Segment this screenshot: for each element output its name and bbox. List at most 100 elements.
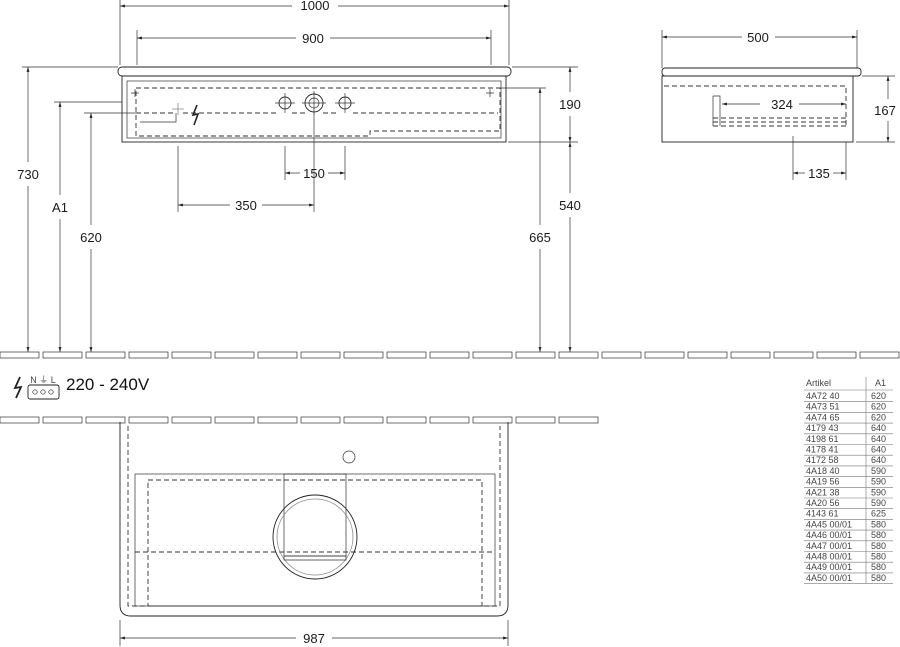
table-cell-a1: 640 (871, 445, 886, 455)
dim-drawer-height: 190 (559, 97, 581, 112)
dim-135: 135 (808, 166, 830, 181)
dim-324: 324 (771, 97, 793, 112)
table-cell-a1: 625 (871, 509, 886, 519)
floor-tile (472, 351, 513, 359)
table-cell-artikel: 4A46 00/01 (806, 530, 852, 540)
floor-tile (558, 416, 599, 424)
floor-tile (429, 351, 470, 359)
side-body (661, 75, 854, 143)
floor-tile (257, 351, 298, 359)
floor-tile (859, 351, 900, 359)
table-cell-artikel: 4A50 00/01 (806, 573, 852, 583)
table-header-a1: A1 (875, 378, 886, 388)
dim-620: 620 (80, 230, 102, 245)
floor-tile (515, 351, 556, 359)
floor-tile (644, 351, 685, 359)
table-cell-artikel: 4A21 38 (806, 487, 840, 497)
table-cell-a1: 580 (871, 530, 886, 540)
outlet-center-icon (302, 91, 326, 115)
floor-tile (300, 416, 341, 424)
table-cell-a1: 620 (871, 391, 886, 401)
floor-tile (472, 416, 513, 424)
floor-tile (128, 351, 169, 359)
table-cell-a1: 580 (871, 541, 886, 551)
dim-total-height: 730 (17, 167, 39, 182)
table-cell-artikel: 4A48 00/01 (806, 552, 852, 562)
floor-tile (0, 416, 40, 424)
table-cell-a1: 620 (871, 402, 886, 412)
countertop (117, 66, 512, 77)
floor-tiles-lower (0, 416, 599, 424)
dim-665: 665 (529, 230, 551, 245)
floor-tile (214, 416, 255, 424)
floor-tile (558, 351, 599, 359)
floor-tile (171, 351, 212, 359)
table-cell-a1: 640 (871, 423, 886, 433)
outlet-left-icon (275, 93, 295, 113)
lightning-icon (13, 376, 23, 399)
floor-tile (300, 351, 341, 359)
floor-tile (257, 416, 298, 424)
table-cell-a1: 580 (871, 552, 886, 562)
table-cell-a1: 580 (871, 562, 886, 572)
table-cell-a1: 640 (871, 455, 886, 465)
outlet-right-icon (335, 93, 355, 113)
floor-tile (386, 416, 427, 424)
tap-hole-icon (342, 450, 356, 464)
floor-tile (85, 416, 126, 424)
table-cell-artikel: 4178 41 (806, 445, 839, 455)
dim-inner-width: 900 (302, 31, 324, 46)
floor-tile (42, 351, 83, 359)
top-outline (119, 422, 509, 617)
power-symbol-icon (191, 104, 200, 126)
side-countertop (661, 67, 862, 77)
floor-tile (515, 416, 556, 424)
table-cell-a1: 590 (871, 487, 886, 497)
floor-tile (773, 351, 814, 359)
table-cell-artikel: 4A18 40 (806, 466, 840, 476)
floor-tile (171, 416, 212, 424)
voltage-label: 220 - 240V (66, 375, 150, 394)
table-cell-a1: 590 (871, 466, 886, 476)
table-cell-artikel: 4A47 00/01 (806, 541, 852, 551)
electrical-symbol: N ⏚ L (13, 375, 60, 400)
table-cell-a1: 590 (871, 477, 886, 487)
dim-overall-width: 1000 (301, 0, 330, 13)
floor-tiles (0, 351, 900, 359)
table-cell-a1: 580 (871, 519, 886, 529)
table-cell-a1: 640 (871, 434, 886, 444)
floor-tile (128, 416, 169, 424)
table-header-artikel: Artikel (806, 378, 831, 388)
table-cell-artikel: 4A19 56 (806, 477, 840, 487)
floor-tile (730, 351, 771, 359)
side-view: 500 324 167 135 (661, 30, 896, 181)
dim-depth: 500 (747, 30, 769, 45)
floor-tile (687, 351, 728, 359)
floor-tile (214, 351, 255, 359)
table-cell-a1: 580 (871, 573, 886, 583)
terminal-block-icon (27, 384, 60, 400)
floor-tile (42, 416, 83, 424)
table-cell-artikel: 4143 61 (806, 509, 839, 519)
table-cell-artikel: 4A72 40 (806, 391, 840, 401)
terminal-labels: N ⏚ L (30, 375, 56, 385)
table-cell-artikel: 4A20 56 (806, 498, 840, 508)
floor-tile (386, 351, 427, 359)
top-view: 987 (119, 422, 509, 646)
floor-tile (601, 351, 642, 359)
floor-tile (429, 416, 470, 424)
front-view: 1000 900 190 540 665 730 A1 620 (17, 0, 581, 352)
dim-a1: A1 (52, 200, 68, 215)
floor-tile (343, 351, 384, 359)
floor-tile (0, 351, 40, 359)
floor-tile (816, 351, 857, 359)
dim-offset: 350 (235, 198, 257, 213)
floor-tile (85, 351, 126, 359)
table-cell-artikel: 4A74 65 (806, 412, 840, 422)
dim-bottom-width: 987 (303, 631, 325, 646)
table-cell-a1: 590 (871, 498, 886, 508)
table-cell-artikel: 4A45 00/01 (806, 519, 852, 529)
dim-167: 167 (874, 103, 896, 118)
